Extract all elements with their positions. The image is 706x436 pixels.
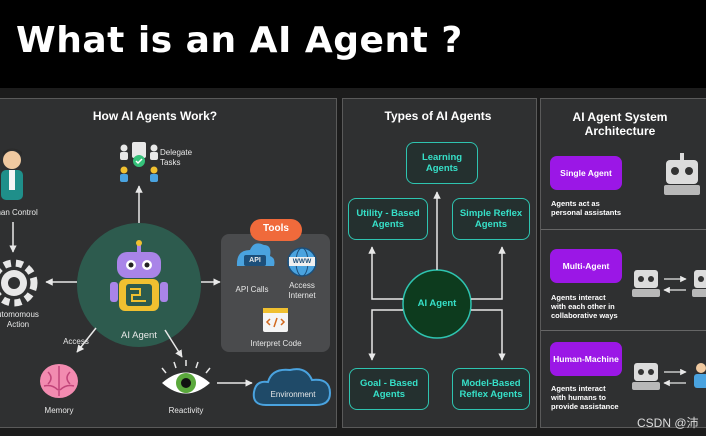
www-glyph: WWW: [292, 258, 312, 265]
code-icon: [263, 308, 288, 332]
environment-label: Environment: [270, 390, 316, 399]
panel-arch-title: AI Agent System Architecture: [572, 110, 668, 138]
simple-reflex-box: Simple Reflex Agents: [452, 198, 530, 240]
reactivity-label: Reactivity: [168, 406, 204, 415]
single-agent-badge: Single Agent: [550, 156, 622, 190]
api-glyph: API: [249, 257, 261, 264]
access-internet-label: Access Internet: [288, 281, 316, 300]
goal-agents-box: Goal - Based Agents: [349, 368, 429, 410]
cloud-icon: [252, 368, 332, 406]
delegate-tasks-label: Delegate Tasks: [160, 148, 193, 167]
autonomous-action-label: utomomous Action: [0, 310, 39, 329]
utility-agents-box: Utility - Based Agents: [348, 198, 428, 240]
panel-types-title: Types of AI Agents: [384, 109, 492, 123]
person-icon: [694, 363, 706, 388]
types-center-label: AI Agent: [417, 298, 457, 309]
robot-icon: [110, 240, 168, 311]
learning-agents-box: Learning Agents: [406, 142, 478, 184]
eye-icon: [161, 360, 211, 394]
tools-pill: [250, 219, 302, 241]
header-bar: What is an AI Agent ?: [0, 0, 706, 88]
gear-icon: [0, 259, 38, 307]
person-icon: [1, 148, 23, 200]
human-machine-badge: Human-Machine: [550, 342, 622, 376]
api-icon: [236, 243, 275, 266]
robot-icon: [632, 270, 660, 297]
multi-agent-badge: Multi-Agent: [550, 249, 622, 283]
panel-how-title: How AI Agents Work?: [92, 109, 218, 123]
divider: [541, 229, 706, 230]
watermark: CSDN @沛: [637, 416, 699, 430]
access-label: Access: [63, 337, 89, 346]
brain-icon: [40, 364, 78, 398]
human-control-label: man Control: [0, 208, 38, 217]
multi-agent-desc: Agents interact with each other in colla…: [551, 293, 618, 320]
api-calls-label: API Calls: [235, 285, 269, 294]
globe-icon: [287, 247, 317, 277]
tools-label: Tools: [263, 223, 289, 234]
robot-icon: [664, 153, 700, 195]
single-agent-desc: Agents act as personal assistants: [551, 199, 622, 217]
human-machine-desc: Agents interact with humans to provide a…: [551, 384, 619, 411]
divider: [541, 330, 706, 331]
robot-icon: [632, 363, 660, 390]
interpret-code-label: Interpret Code: [250, 339, 302, 348]
delegate-icon: [120, 142, 158, 182]
robot-icon: [692, 270, 706, 297]
model-agents-box: Model-Based Reflex Agents: [452, 368, 530, 410]
ai-agent-label: AI Agent: [121, 330, 157, 341]
page-title: What is an AI Agent ?: [16, 20, 463, 61]
memory-label: Memory: [44, 406, 74, 415]
